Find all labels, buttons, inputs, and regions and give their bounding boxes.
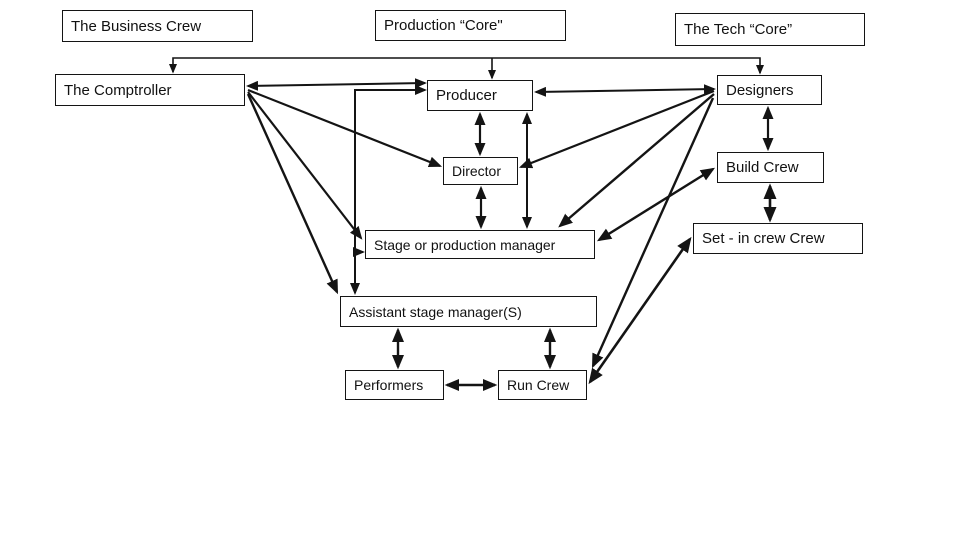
node-label-set-in-crew: Set - in crew Crew: [702, 230, 825, 247]
edge-comptroller-asm: [246, 93, 339, 295]
node-assistant-stage-manager[interactable]: Assistant stage manager(S): [340, 296, 597, 327]
node-comptroller[interactable]: The Comptroller: [55, 74, 245, 106]
node-producer[interactable]: Producer: [427, 80, 533, 111]
node-label-comptroller: The Comptroller: [64, 81, 172, 99]
edge-designers-director: [518, 89, 715, 169]
node-tech-core[interactable]: The Tech “Core”: [675, 13, 865, 46]
node-production-core[interactable]: Production “Core": [375, 10, 566, 41]
node-set-in-crew[interactable]: Set - in crew Crew: [693, 223, 863, 254]
node-label-director: Director: [452, 163, 502, 179]
node-stage-manager[interactable]: Stage or production manager: [365, 230, 595, 259]
edge-producer-designers: [534, 84, 716, 97]
edge-designers-stage: [558, 93, 715, 228]
node-label-business-crew: The Business Crew: [71, 17, 202, 35]
node-designers[interactable]: Designers: [717, 75, 822, 105]
node-label-assistant-stage-manager: Assistant stage manager(S): [349, 303, 522, 320]
node-build-crew[interactable]: Build Crew: [717, 152, 824, 183]
node-label-performers: Performers: [354, 377, 424, 393]
node-run-crew[interactable]: Run Crew: [498, 370, 587, 400]
node-label-stage-manager: Stage or production manager: [374, 236, 556, 253]
edge-producer-asm-connector: [350, 85, 427, 295]
edge-runcrew-setin: [588, 236, 692, 385]
node-performers[interactable]: Performers: [345, 370, 444, 400]
edge-comptroller-producer: [246, 78, 427, 91]
edge-comptroller-stage: [247, 91, 363, 240]
node-label-designers: Designers: [726, 81, 794, 99]
node-label-production-core: Production “Core": [384, 17, 503, 34]
node-director[interactable]: Director: [443, 157, 518, 185]
node-label-run-crew: Run Crew: [507, 377, 570, 393]
node-label-producer: Producer: [436, 87, 497, 104]
edge-comptroller-director: [247, 88, 443, 168]
edge-stage-buildcrew: [596, 167, 716, 242]
edge-core-bus: [169, 57, 764, 75]
node-label-tech-core: The Tech “Core”: [684, 21, 793, 38]
node-label-build-crew: Build Crew: [726, 159, 799, 176]
node-business-crew[interactable]: The Business Crew: [62, 10, 253, 42]
